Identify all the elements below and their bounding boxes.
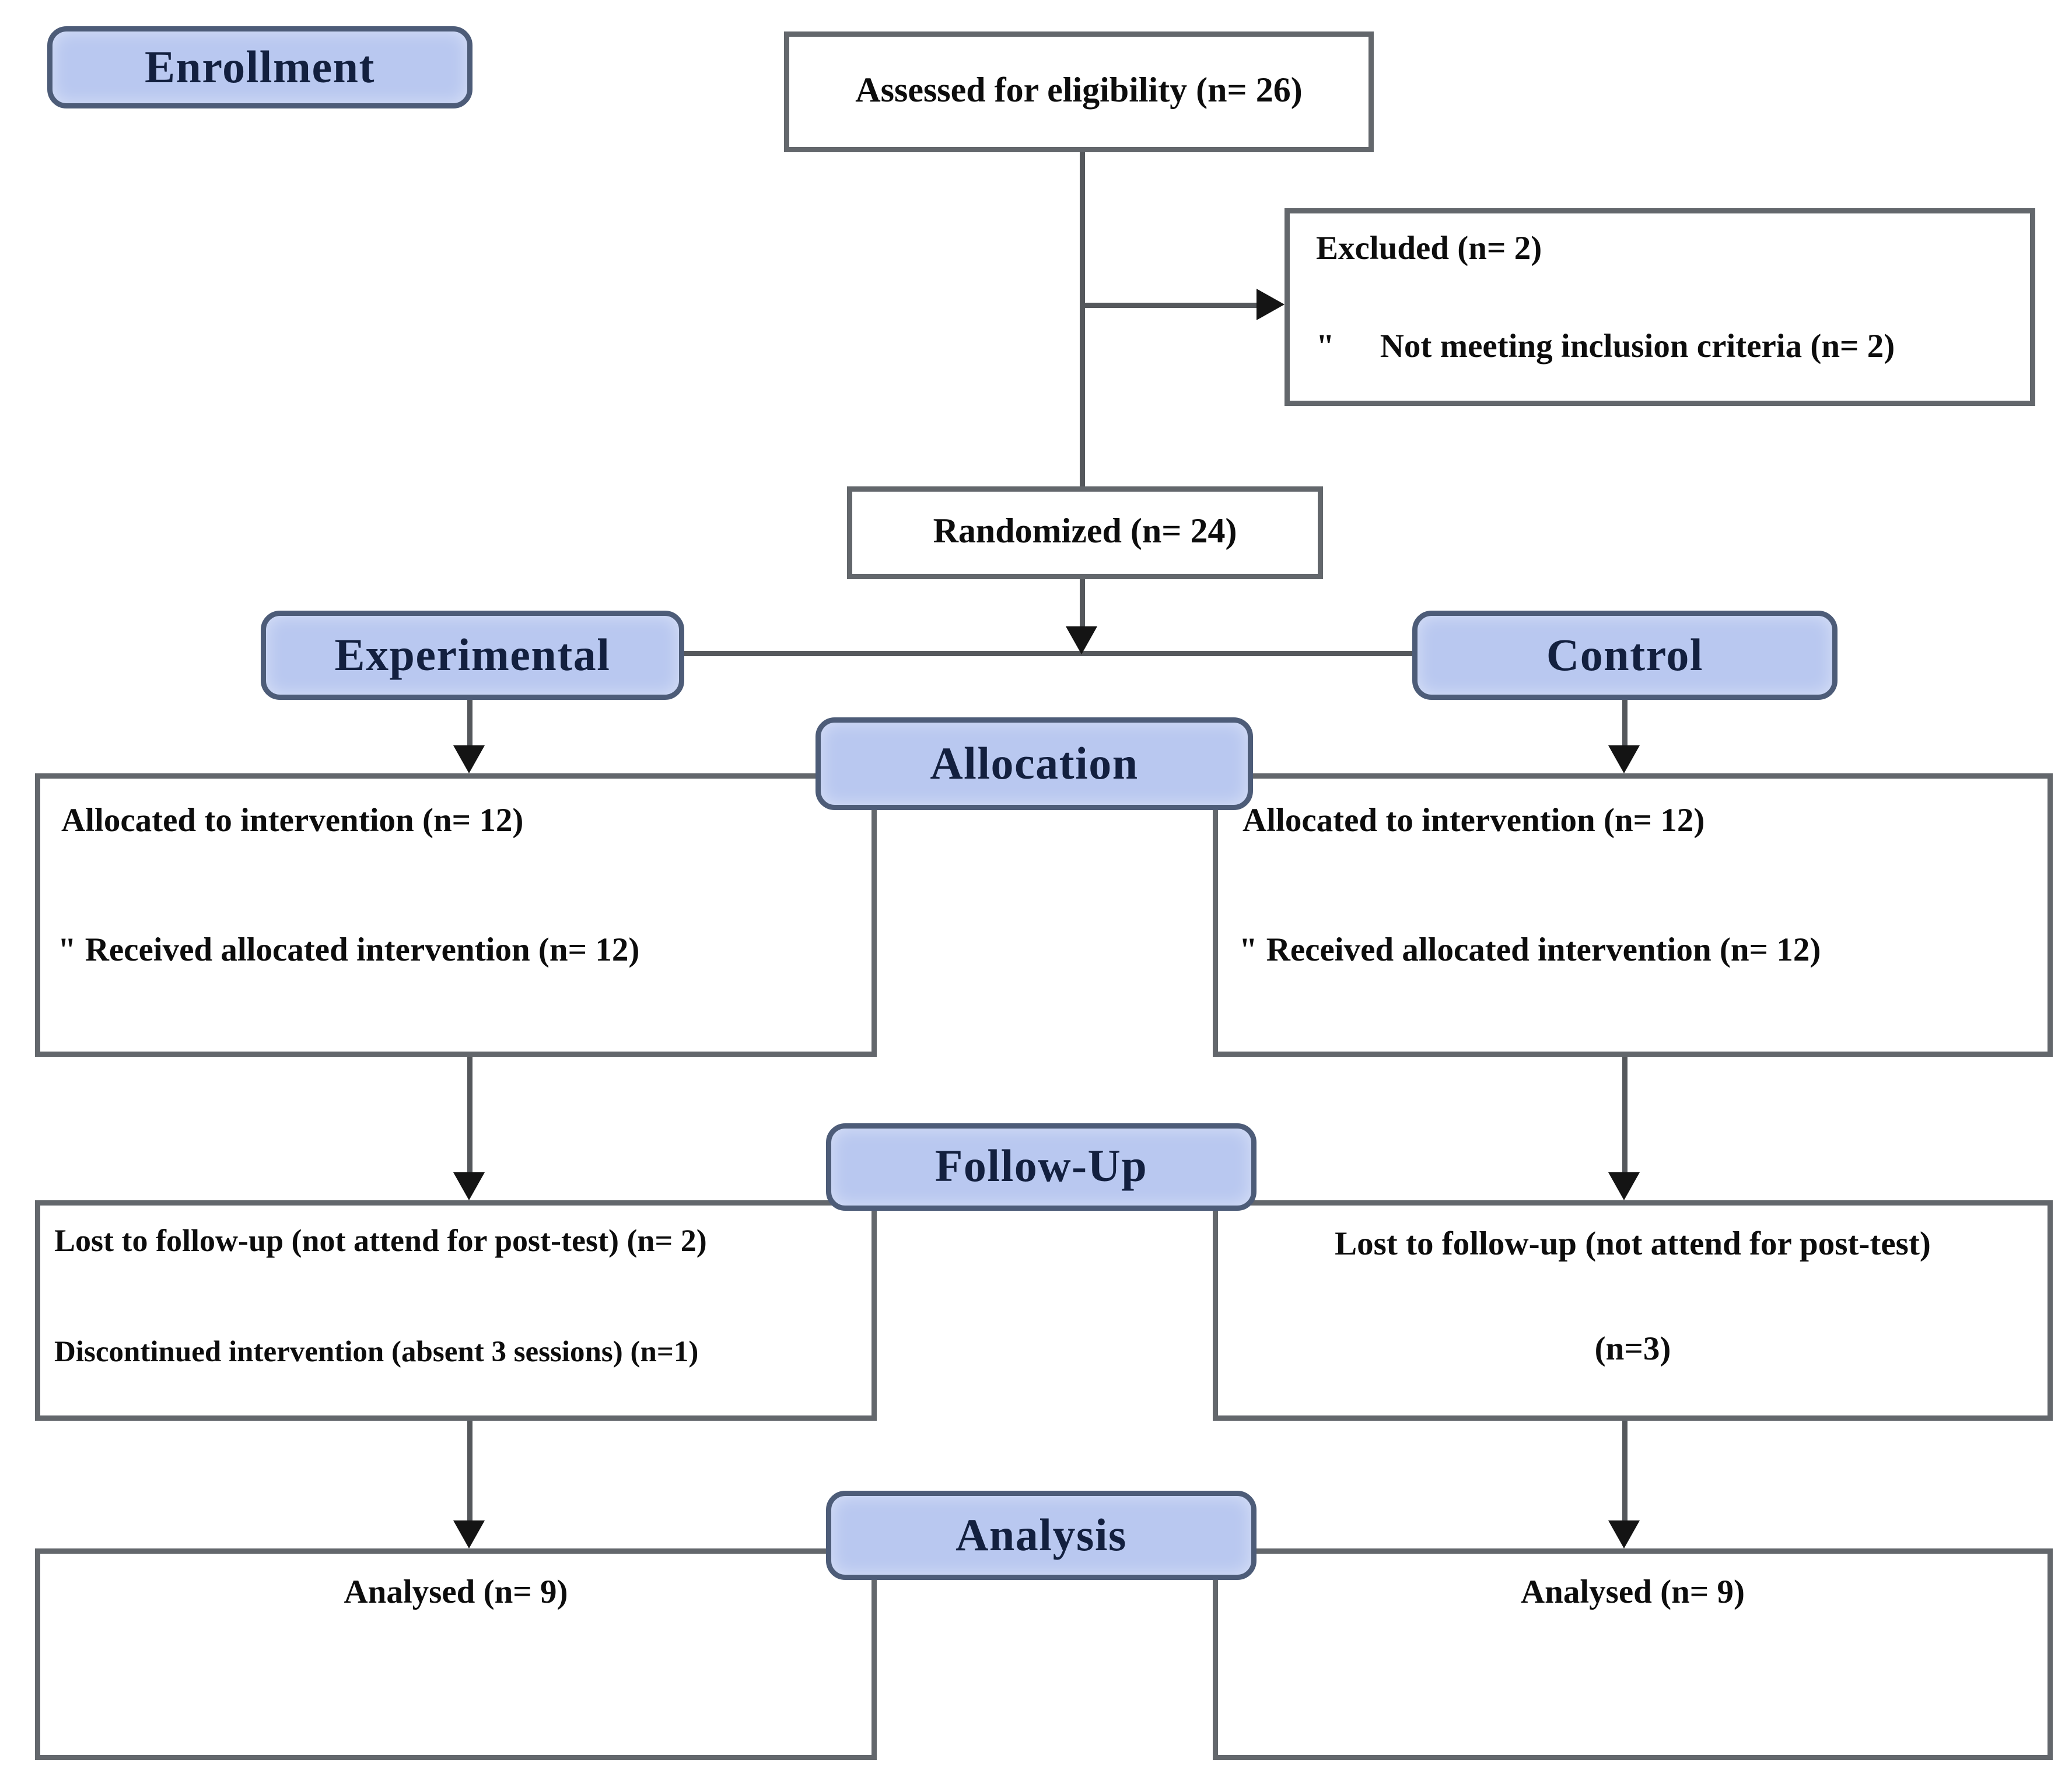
arrowhead-followup-left xyxy=(453,1172,485,1200)
followup-left-box: Lost to follow-up (not attend for post-t… xyxy=(35,1200,877,1421)
followup-left-line1: Lost to follow-up (not attend for post-t… xyxy=(54,1223,707,1258)
allocation-right-box: Allocated to intervention (n= 12) "Recei… xyxy=(1213,773,2053,1057)
analysis-right-box: Analysed (n= 9) xyxy=(1213,1548,2053,1760)
arrowhead-allocation-right xyxy=(1608,745,1640,773)
randomized-box: Randomized (n= 24) xyxy=(847,486,1323,579)
allocation-right-bullet: " xyxy=(1239,933,1258,969)
connector-randomized-down xyxy=(1080,579,1085,630)
allocation-left-line2-text: Received allocated intervention (n= 12) xyxy=(85,933,640,969)
allocation-right-line2: "Received allocated intervention (n= 12) xyxy=(1239,933,1821,971)
connector-split-horizontal xyxy=(684,651,1412,656)
allocation-right-line2-text: Received allocated intervention (n= 12) xyxy=(1266,933,1821,969)
control-label: Control xyxy=(1412,611,1838,700)
connector-followup-right-down xyxy=(1622,1421,1628,1520)
allocation-label: Allocation xyxy=(816,717,1253,810)
excluded-item-bullet: " xyxy=(1316,329,1335,366)
arrowhead-excluded xyxy=(1256,289,1284,320)
connector-assessed-to-randomized xyxy=(1080,152,1085,486)
followup-right-line1: Lost to follow-up (not attend for post-t… xyxy=(1335,1227,1931,1263)
allocation-left-line2: "Received allocated intervention (n= 12) xyxy=(58,933,639,971)
followup-left-line2: Discontinued intervention (absent 3 sess… xyxy=(54,1335,699,1368)
followup-right-line2: (n=3) xyxy=(1594,1332,1671,1368)
arrowhead-randomized-split xyxy=(1066,626,1097,654)
excluded-box: Excluded (n= 2) " Not meeting inclusion c… xyxy=(1284,208,2035,406)
followup-right-box: Lost to follow-up (not attend for post-t… xyxy=(1213,1200,2053,1421)
connector-followup-left-down xyxy=(467,1421,473,1520)
experimental-label: Experimental xyxy=(261,611,684,700)
excluded-item: " Not meeting inclusion criteria (n= 2) xyxy=(1316,329,1895,367)
followup-label: Follow-Up xyxy=(826,1123,1256,1211)
enrollment-label: Enrollment xyxy=(47,26,473,108)
connector-allocation-left-down xyxy=(467,1057,473,1172)
arrowhead-allocation-left xyxy=(453,745,485,773)
connector-allocation-right-down xyxy=(1622,1057,1628,1172)
analysis-left-box: Analysed (n= 9) xyxy=(35,1548,877,1760)
allocation-left-box: Allocated to intervention (n= 12) "Recei… xyxy=(35,773,877,1057)
excluded-title: Excluded (n= 2) xyxy=(1316,231,1542,268)
assessed-eligibility-box: Assessed for eligibility (n= 26) xyxy=(784,31,1374,152)
excluded-item-text: Not meeting inclusion criteria (n= 2) xyxy=(1380,329,1895,366)
analysis-label: Analysis xyxy=(826,1491,1256,1580)
allocation-left-bullet: " xyxy=(58,933,76,969)
connector-control-down xyxy=(1622,700,1628,749)
connector-to-excluded xyxy=(1082,303,1260,308)
allocation-left-line1: Allocated to intervention (n= 12) xyxy=(61,803,524,840)
connector-experimental-down xyxy=(467,700,473,749)
arrowhead-analysis-right xyxy=(1608,1520,1640,1548)
arrowhead-followup-right xyxy=(1608,1172,1640,1200)
analysis-right-text: Analysed (n= 9) xyxy=(1520,1575,1745,1611)
analysis-left-text: Analysed (n= 9) xyxy=(344,1575,568,1611)
allocation-right-line1: Allocated to intervention (n= 12) xyxy=(1242,803,1705,840)
arrowhead-analysis-left xyxy=(453,1520,485,1548)
